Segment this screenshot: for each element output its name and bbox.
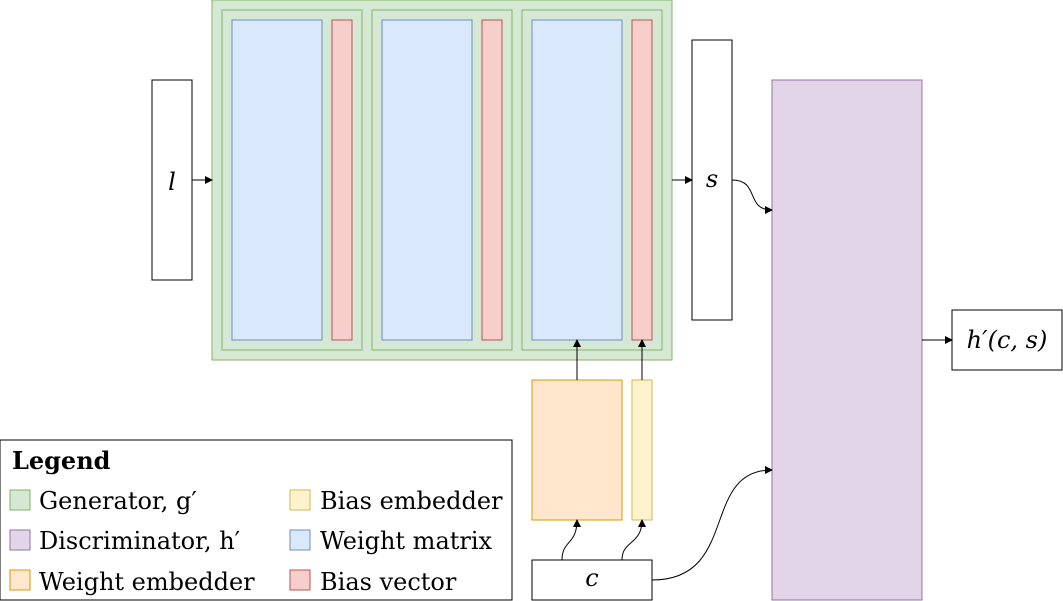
bias-vector-1 <box>331 19 353 341</box>
arrow-s-to-discriminator <box>731 179 773 214</box>
legend-label-weight-embedder: Weight embedder <box>39 568 255 596</box>
output-s-label: s <box>706 165 718 193</box>
weight-matrix-2 <box>381 19 473 341</box>
legend-label-weight-matrix: Weight matrix <box>320 527 493 555</box>
input-l-box <box>151 79 193 281</box>
condition-c-box <box>531 559 653 601</box>
legend-swatch-bias-vector <box>289 569 311 591</box>
legend-swatch-weight-matrix <box>289 529 311 551</box>
weight-matrix-3 <box>531 19 623 341</box>
weight-matrix-1 <box>231 19 323 341</box>
output-h-label: h′(c, s) <box>967 326 1048 354</box>
legend-swatch-generator <box>9 489 31 511</box>
legend-title: Legend <box>12 446 111 475</box>
bias-vector-3 <box>631 19 653 341</box>
legend-swatch-discriminator <box>9 529 31 551</box>
arrow-c-to-discriminator <box>651 466 773 581</box>
output-s-box <box>691 39 733 321</box>
arrow-c-to-weight-embedder <box>561 519 581 561</box>
discriminator-block <box>771 79 923 601</box>
legend-label-discriminator: Discriminator, h′ <box>39 527 240 555</box>
weight-embedder-block <box>531 379 623 521</box>
legend-label-bias-vector: Bias vector <box>320 568 457 596</box>
input-l-label: l <box>168 168 176 196</box>
condition-c-label: c <box>585 564 598 592</box>
legend: Legend Generator, g′ Discriminator, h′ W… <box>0 439 513 601</box>
legend-label-bias-embedder: Bias embedder <box>320 487 503 515</box>
legend-swatch-weight-embedder <box>9 569 31 591</box>
arrow-c-to-bias-embedder <box>621 519 646 561</box>
legend-frame <box>0 439 513 601</box>
bias-embedder-block <box>631 379 653 521</box>
legend-label-generator: Generator, g′ <box>39 487 197 515</box>
output-h-box <box>951 309 1063 371</box>
bias-vector-2 <box>481 19 503 341</box>
legend-swatch-bias-embedder <box>289 489 311 511</box>
